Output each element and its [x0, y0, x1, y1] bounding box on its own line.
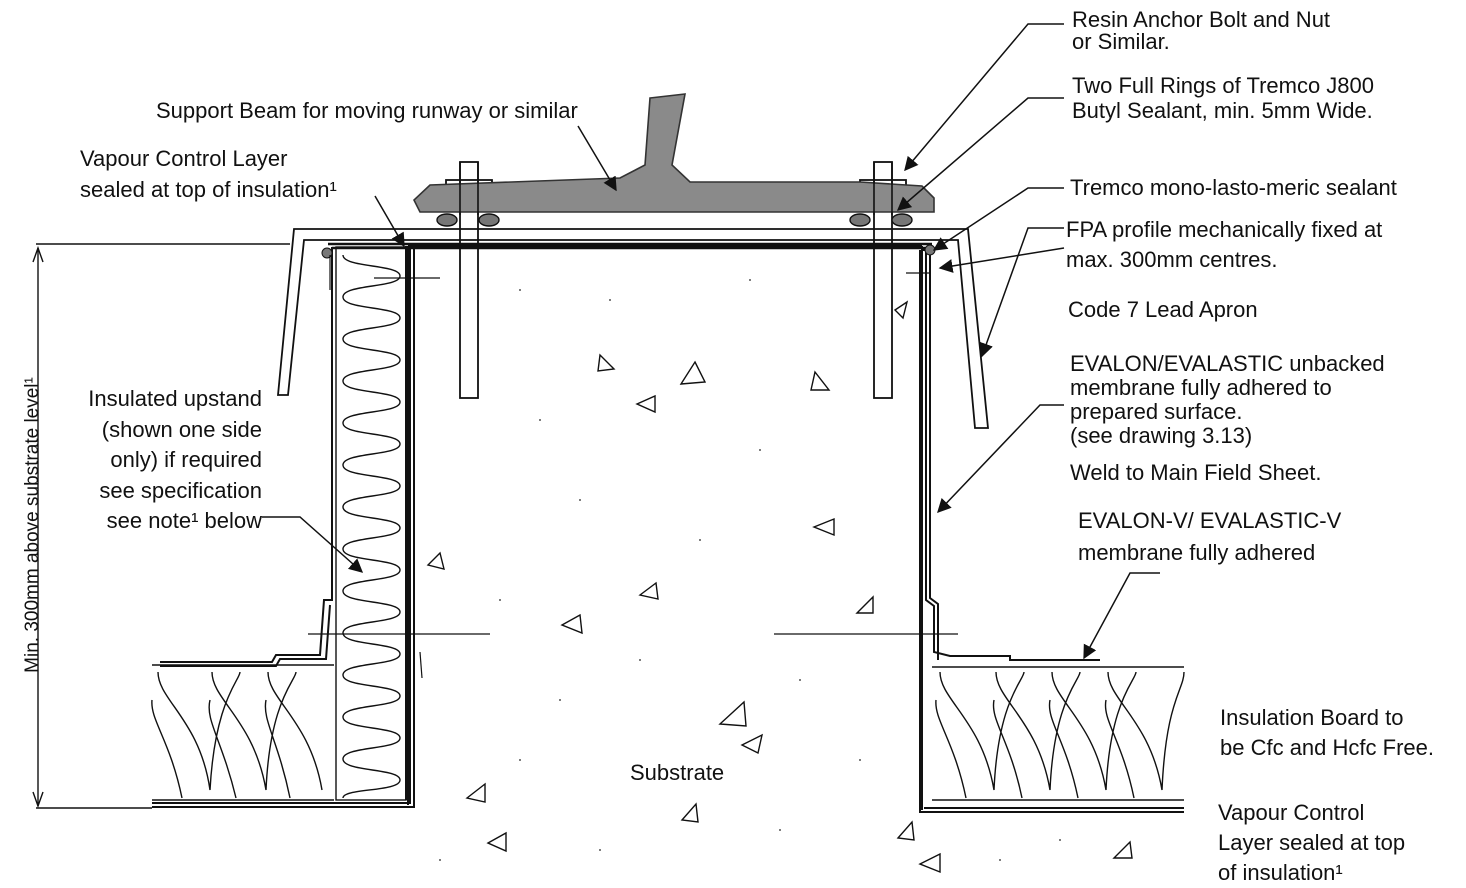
label-fpa-profile: FPA profile mechanically fixed at max. 3…: [1066, 217, 1383, 272]
right-insulation-board: [932, 666, 1185, 801]
reference-lines: [308, 272, 958, 679]
substrate-block: [407, 245, 923, 810]
height-dimension: [32, 243, 290, 809]
label-lead-apron: Code 7 Lead Apron: [1068, 297, 1258, 322]
label-support-beam: Support Beam for moving runway or simila…: [156, 98, 578, 123]
label-weld: Weld to Main Field Sheet.: [1070, 460, 1322, 485]
top-capping: [328, 242, 932, 250]
label-height-dimension: Min. 300mm above substrate level¹: [22, 377, 43, 673]
label-resin-anchor-bolt: Resin Anchor Bolt and Nut or Similar.: [1072, 7, 1331, 54]
label-substrate: Substrate: [630, 760, 725, 785]
right-membrane: [919, 249, 1184, 813]
label-butyl-sealant-rings: Two Full Rings of Tremco J800 Butyl Seal…: [1072, 73, 1375, 123]
upstand-insulation: [335, 246, 407, 801]
lead-apron: [277, 228, 989, 429]
label-evalon-unbacked: EVALON/EVALASTIC unbacked membrane fully…: [1070, 351, 1385, 448]
left-membrane: [152, 246, 415, 808]
label-vcl-top: Vapour Control Layer sealed at top of in…: [80, 146, 337, 202]
label-vcl-bottom: Vapour Control Layer sealed at top of in…: [1218, 800, 1406, 885]
leader-lines: [262, 23, 1160, 660]
substrate-aggregate: [426, 300, 1133, 874]
substrate-dots: [439, 279, 1061, 861]
butyl-sealant-rings: [436, 213, 913, 227]
label-insulated-upstand: Insulated upstand (shown one side only) …: [88, 386, 262, 533]
label-mono-sealant: Tremco mono-lasto-meric sealant: [1070, 175, 1397, 200]
support-beam: [413, 93, 935, 215]
label-insulation-board: Insulation Board to be Cfc and Hcfc Free…: [1220, 705, 1434, 760]
left-insulation-board: [151, 664, 334, 801]
label-evalon-v: EVALON-V/ EVALASTIC-V membrane fully adh…: [1078, 508, 1342, 565]
